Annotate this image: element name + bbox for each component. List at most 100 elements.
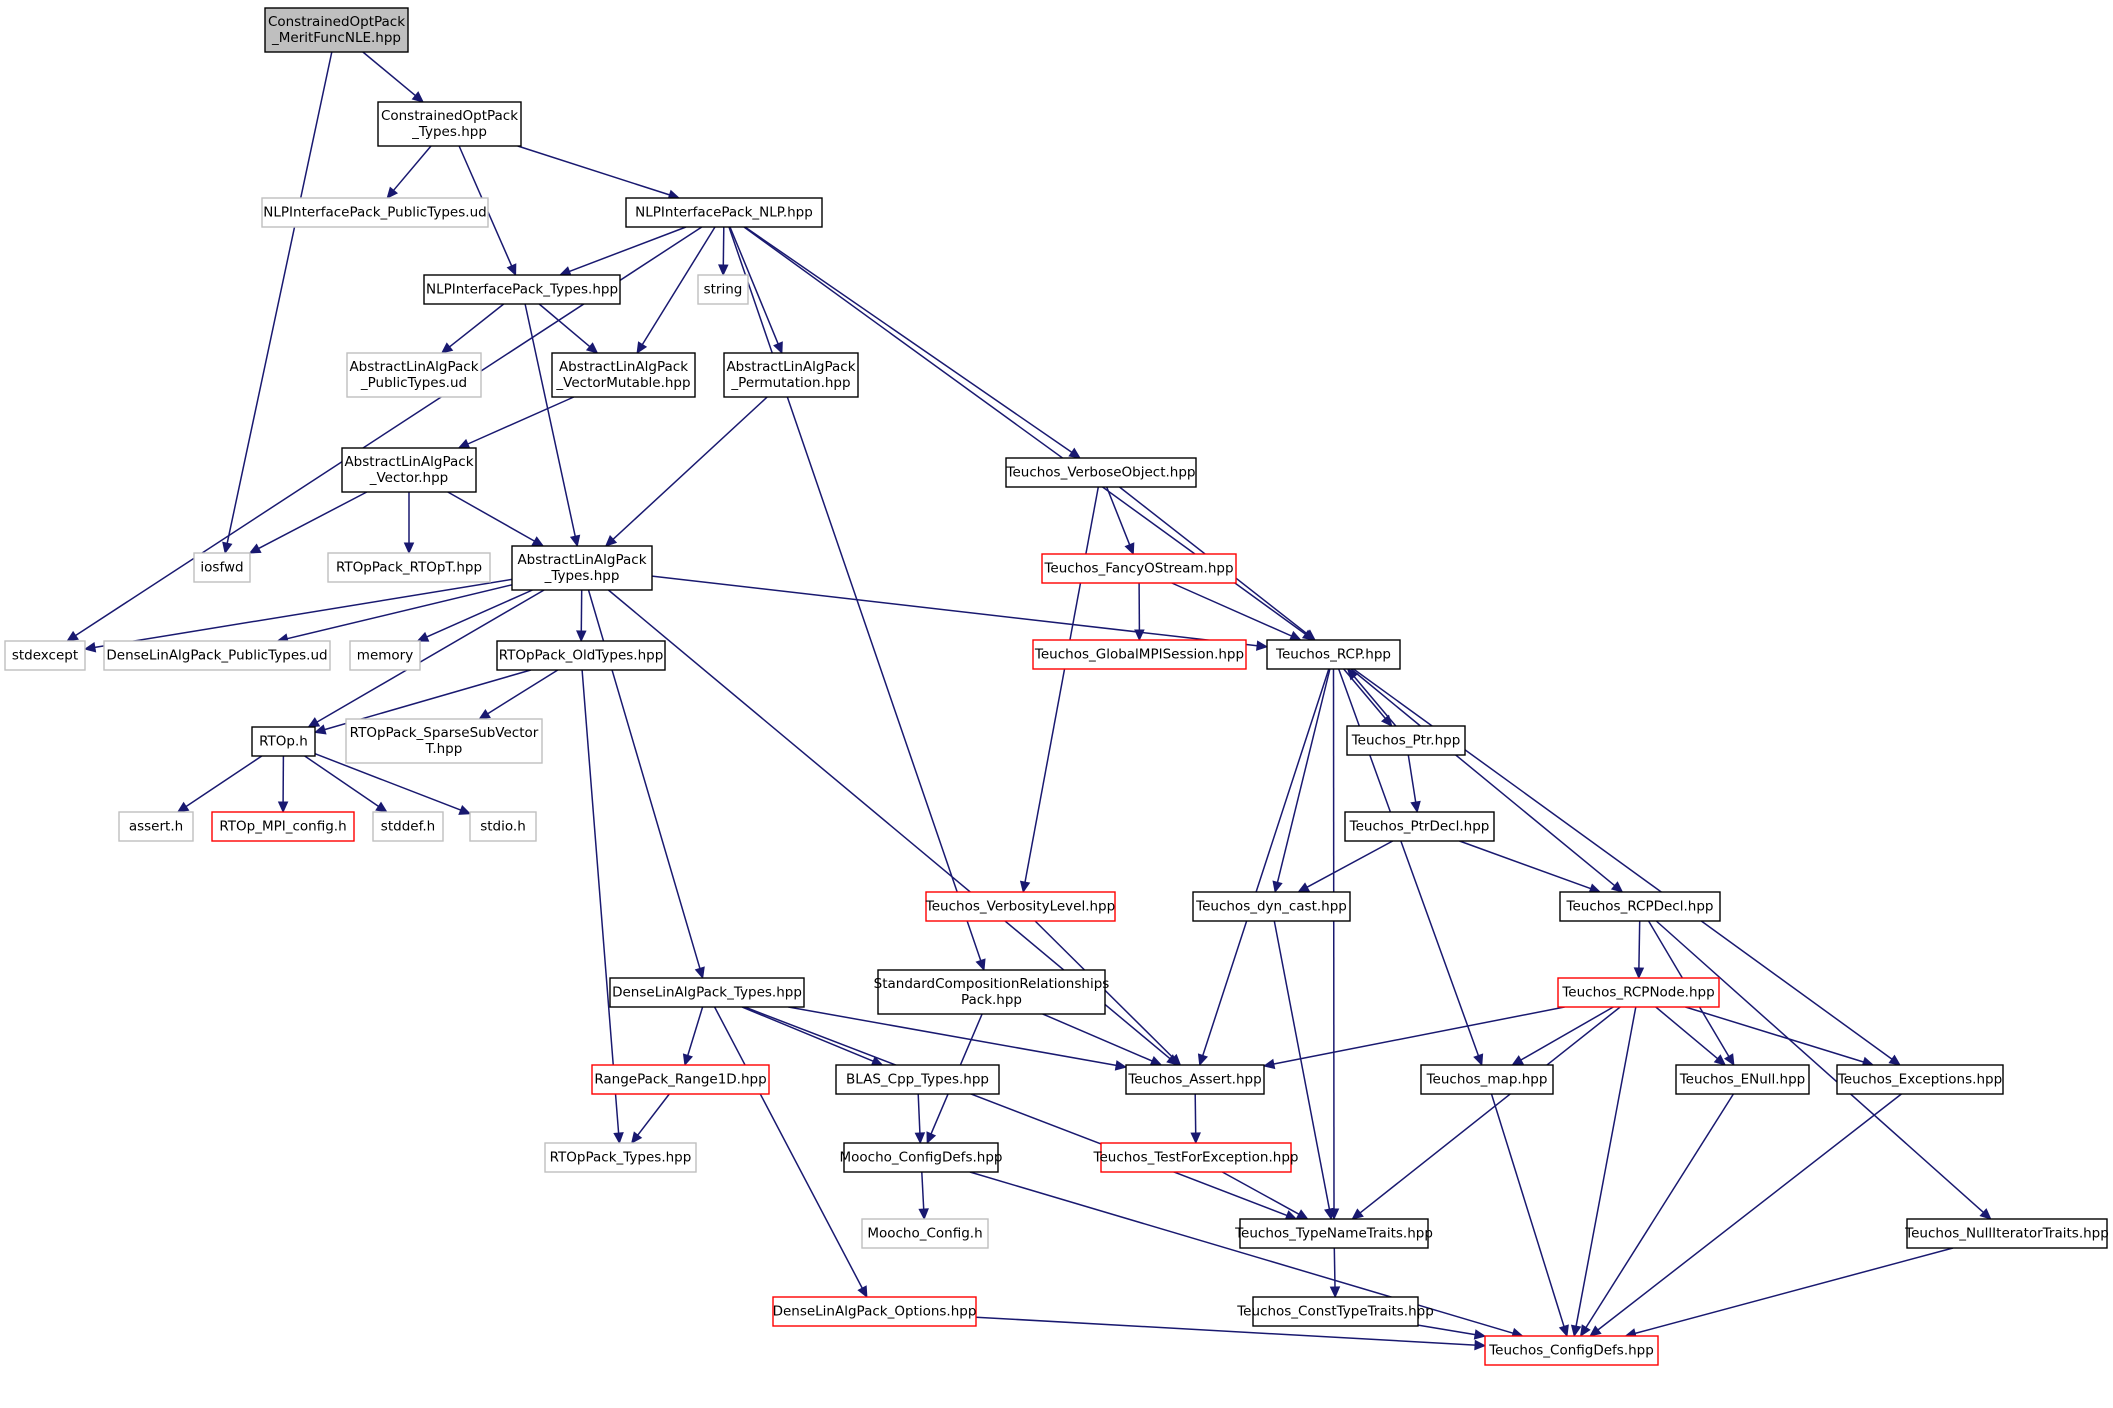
node-ala_perm[interactable]: AbstractLinAlgPack_Permutation.hpp — [723, 352, 859, 398]
node-box — [1252, 1296, 1419, 1327]
node-box — [1032, 639, 1247, 670]
node-nulliter[interactable]: Teuchos_NullIteratorTraits.hpp — [1904, 1218, 2109, 1249]
node-box — [372, 811, 444, 842]
edge-ala_types-to-rtop_oldtypes — [576, 589, 587, 643]
node-rcpdecl[interactable]: Teuchos_RCPDecl.hpp — [1559, 891, 1721, 922]
node-box — [377, 101, 522, 147]
node-box — [877, 969, 1106, 1015]
edge-ptrdecl-to-dyn_cast — [1297, 840, 1394, 893]
node-rtop_types[interactable]: RTOpPack_Types.hpp — [544, 1142, 697, 1173]
node-box — [1675, 1064, 1810, 1095]
node-box — [1266, 639, 1401, 670]
edge-nlp_nlp-to-nlp_types — [558, 226, 687, 277]
node-box — [261, 197, 489, 228]
node-dla_types[interactable]: DenseLinAlgPack_Types.hpp — [609, 977, 805, 1008]
node-label: RTOp_MPI_config.h — [219, 819, 346, 835]
node-cop_types[interactable]: ConstrainedOptPack_Types.hpp — [377, 101, 522, 147]
node-ala_public_ud[interactable]: AbstractLinAlgPack_PublicTypes.ud — [346, 352, 482, 398]
node-verbose_obj[interactable]: Teuchos_VerboseObject.hpp — [1005, 457, 1197, 488]
node-teuchos_map[interactable]: Teuchos_map.hpp — [1420, 1064, 1554, 1095]
edge-ala_vecmut-to-ala_vector — [457, 396, 575, 449]
node-fancy_os[interactable]: Teuchos_FancyOStream.hpp — [1041, 553, 1237, 584]
edge-ptr-to-rcp — [1346, 668, 1397, 727]
node-box — [1346, 725, 1466, 756]
node-global_mpi[interactable]: Teuchos_GlobalMPISession.hpp — [1032, 639, 1247, 670]
node-dla_public_ud[interactable]: DenseLinAlgPack_PublicTypes.ud — [103, 640, 331, 671]
node-nlp_public_ud[interactable]: NLPInterfacePack_PublicTypes.ud — [261, 197, 489, 228]
node-iosfwd[interactable]: iosfwd — [193, 552, 251, 583]
node-label: Teuchos_Assert.hpp — [1127, 1072, 1261, 1088]
node-moocho_config[interactable]: Moocho_Config.h — [861, 1218, 989, 1249]
node-test_exc[interactable]: Teuchos_TestForException.hpp — [1093, 1142, 1299, 1173]
node-label: Teuchos_Exceptions.hpp — [1837, 1072, 2002, 1088]
node-rtop_mpi[interactable]: RTOp_MPI_config.h — [211, 811, 355, 842]
node-configdefs[interactable]: Teuchos_ConfigDefs.hpp — [1484, 1335, 1659, 1366]
node-consttype[interactable]: Teuchos_ConstTypeTraits.hpp — [1236, 1296, 1434, 1327]
node-box — [772, 1296, 977, 1327]
node-range1d[interactable]: RangePack_Range1D.hpp — [591, 1064, 770, 1095]
node-rtop_rtopt[interactable]: RTOpPack_RTOpT.hpp — [327, 552, 491, 583]
node-typename[interactable]: Teuchos_TypeNameTraits.hpp — [1234, 1218, 1433, 1249]
node-box — [1005, 457, 1197, 488]
node-verbosity[interactable]: Teuchos_VerbosityLevel.hpp — [925, 891, 1116, 922]
node-ala_types[interactable]: AbstractLinAlgPack_Types.hpp — [511, 545, 653, 591]
edge-std_comp-to-teuchos_assert — [1042, 1013, 1163, 1066]
edge-nlp_nlp-to-verbose_obj — [744, 226, 1082, 459]
node-label: NLPInterfacePack_Types.hpp — [426, 282, 618, 298]
edge-typename-to-consttype — [1329, 1247, 1341, 1299]
node-string[interactable]: string — [697, 274, 749, 305]
node-stdio_h[interactable]: stdio.h — [469, 811, 537, 842]
edge-ptr-to-ptrdecl — [1407, 754, 1421, 814]
node-box — [1420, 1064, 1554, 1095]
node-rcpnode[interactable]: Teuchos_RCPNode.hpp — [1557, 977, 1720, 1008]
edge-enull-to-configdefs — [1579, 1093, 1735, 1338]
node-nlp_nlp[interactable]: NLPInterfacePack_NLP.hpp — [625, 197, 823, 228]
edge-nlp_nlp-to-string — [718, 226, 729, 277]
edge-rtop_h-to-rtop_mpi — [277, 755, 289, 814]
edge-ala_types-to-stdexcept — [83, 578, 513, 653]
node-ptr[interactable]: Teuchos_Ptr.hpp — [1346, 725, 1466, 756]
node-label: Teuchos_VerbosityLevel.hpp — [925, 899, 1115, 915]
edge-rcp-to-typename — [1328, 668, 1340, 1221]
node-label: RangePack_Range1D.hpp — [594, 1072, 766, 1088]
node-label: AbstractLinAlgPack — [726, 359, 855, 375]
node-ptrdecl[interactable]: Teuchos_PtrDecl.hpp — [1344, 811, 1495, 842]
edge-ala_types-to-rcp — [651, 575, 1269, 651]
dependency-edges — [66, 51, 1992, 1351]
node-enull[interactable]: Teuchos_ENull.hpp — [1675, 1064, 1810, 1095]
node-ala_vecmut[interactable]: AbstractLinAlgPack_VectorMutable.hpp — [551, 352, 696, 398]
node-nlp_types[interactable]: NLPInterfacePack_Types.hpp — [423, 274, 621, 305]
node-rtop_h[interactable]: RTOp.h — [251, 726, 316, 757]
node-ala_vector[interactable]: AbstractLinAlgPack_Vector.hpp — [341, 447, 477, 493]
node-label: _Types.hpp — [411, 124, 487, 140]
node-exceptions[interactable]: Teuchos_Exceptions.hpp — [1836, 1064, 2004, 1095]
node-box — [251, 726, 316, 757]
node-label: _PublicTypes.ud — [360, 375, 467, 391]
edge-exceptions-to-configdefs — [1589, 1093, 1902, 1337]
node-moocho_configdefs[interactable]: Moocho_ConfigDefs.hpp — [840, 1142, 1003, 1173]
node-stddef_h[interactable]: stddef.h — [372, 811, 444, 842]
edge-ptrdecl-to-rcpdecl — [1459, 840, 1602, 894]
node-memory[interactable]: memory — [349, 640, 421, 671]
node-dyn_cast[interactable]: Teuchos_dyn_cast.hpp — [1192, 891, 1351, 922]
node-label: iosfwd — [200, 560, 243, 576]
node-dla_options[interactable]: DenseLinAlgPack_Options.hpp — [772, 1296, 977, 1327]
node-teuchos_assert[interactable]: Teuchos_Assert.hpp — [1125, 1064, 1265, 1095]
edge-moocho_configdefs-to-moocho_config — [918, 1171, 929, 1221]
node-label: _Permutation.hpp — [730, 375, 850, 391]
edge-fancy_os-to-global_mpi — [1134, 582, 1145, 642]
node-rcp[interactable]: Teuchos_RCP.hpp — [1266, 639, 1401, 670]
node-label: Teuchos_RCP.hpp — [1275, 647, 1391, 663]
edge-rcpnode-to-teuchos_map — [1511, 1006, 1614, 1066]
edge-nlp_nlp-to-std_comp — [728, 226, 986, 972]
node-box — [193, 552, 251, 583]
node-stdexcept[interactable]: stdexcept — [4, 640, 86, 671]
node-assert_h[interactable]: assert.h — [118, 811, 194, 842]
node-box — [861, 1218, 989, 1249]
node-blas_cpp[interactable]: BLAS_Cpp_Types.hpp — [835, 1064, 1000, 1095]
node-label: RTOpPack_SparseSubVector — [350, 725, 539, 741]
node-label: DenseLinAlgPack_PublicTypes.ud — [106, 648, 327, 664]
node-rtop_oldtypes[interactable]: RTOpPack_OldTypes.hpp — [496, 640, 666, 671]
